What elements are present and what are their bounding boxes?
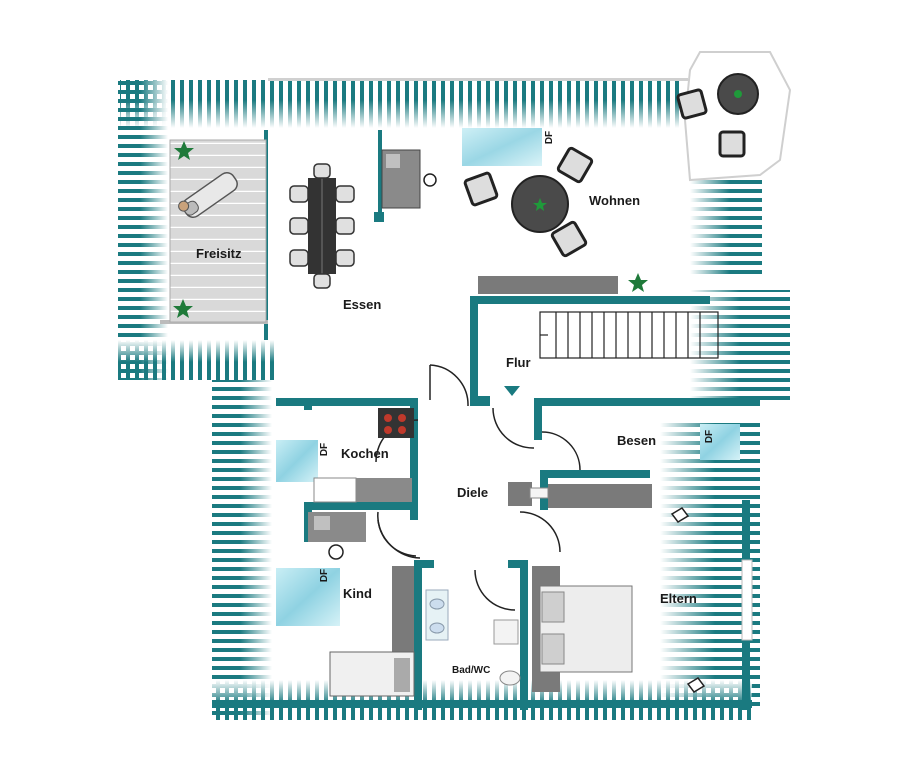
child-room	[276, 512, 415, 697]
skylight-label-wohnen: DF	[544, 130, 556, 145]
room-label-kind: Kind	[343, 586, 372, 601]
room-label-freisitz: Freisitz	[196, 246, 242, 261]
diele-arcs	[377, 519, 421, 559]
room-label-eltern: Eltern	[660, 591, 697, 606]
skylight-label-besen: DF	[704, 429, 716, 444]
room-label-wohnen: Wohnen	[589, 193, 641, 208]
desk	[381, 149, 437, 209]
room-label-besen: Besen	[617, 433, 657, 448]
plant-icon	[533, 198, 547, 211]
skylight-label-kind: DF	[319, 568, 331, 583]
room-label-flur: Flur	[506, 355, 531, 370]
skylight-wohnen	[462, 128, 542, 166]
plant-icon	[628, 273, 648, 292]
entry-arrow	[504, 386, 520, 396]
terrace	[169, 139, 267, 323]
stove-icon	[378, 408, 414, 438]
room-label-kochen: Kochen	[341, 446, 389, 461]
plant-icon	[173, 299, 193, 318]
dining-table	[289, 163, 355, 289]
plant-icon	[174, 141, 194, 160]
armchair-icon	[178, 171, 238, 219]
toilet-icon	[499, 670, 521, 686]
stairs-icon	[539, 311, 719, 359]
bathroom	[425, 589, 521, 686]
room-label-bad: Bad/WC	[452, 665, 491, 676]
room-label-essen: Essen	[343, 297, 382, 312]
parents-room	[508, 424, 740, 693]
roof-hatching	[118, 80, 790, 720]
living-area	[463, 73, 759, 294]
skylight-label-kochen: DF	[319, 442, 331, 457]
kitchen	[276, 408, 414, 503]
room-label-diele: Diele	[457, 485, 489, 500]
